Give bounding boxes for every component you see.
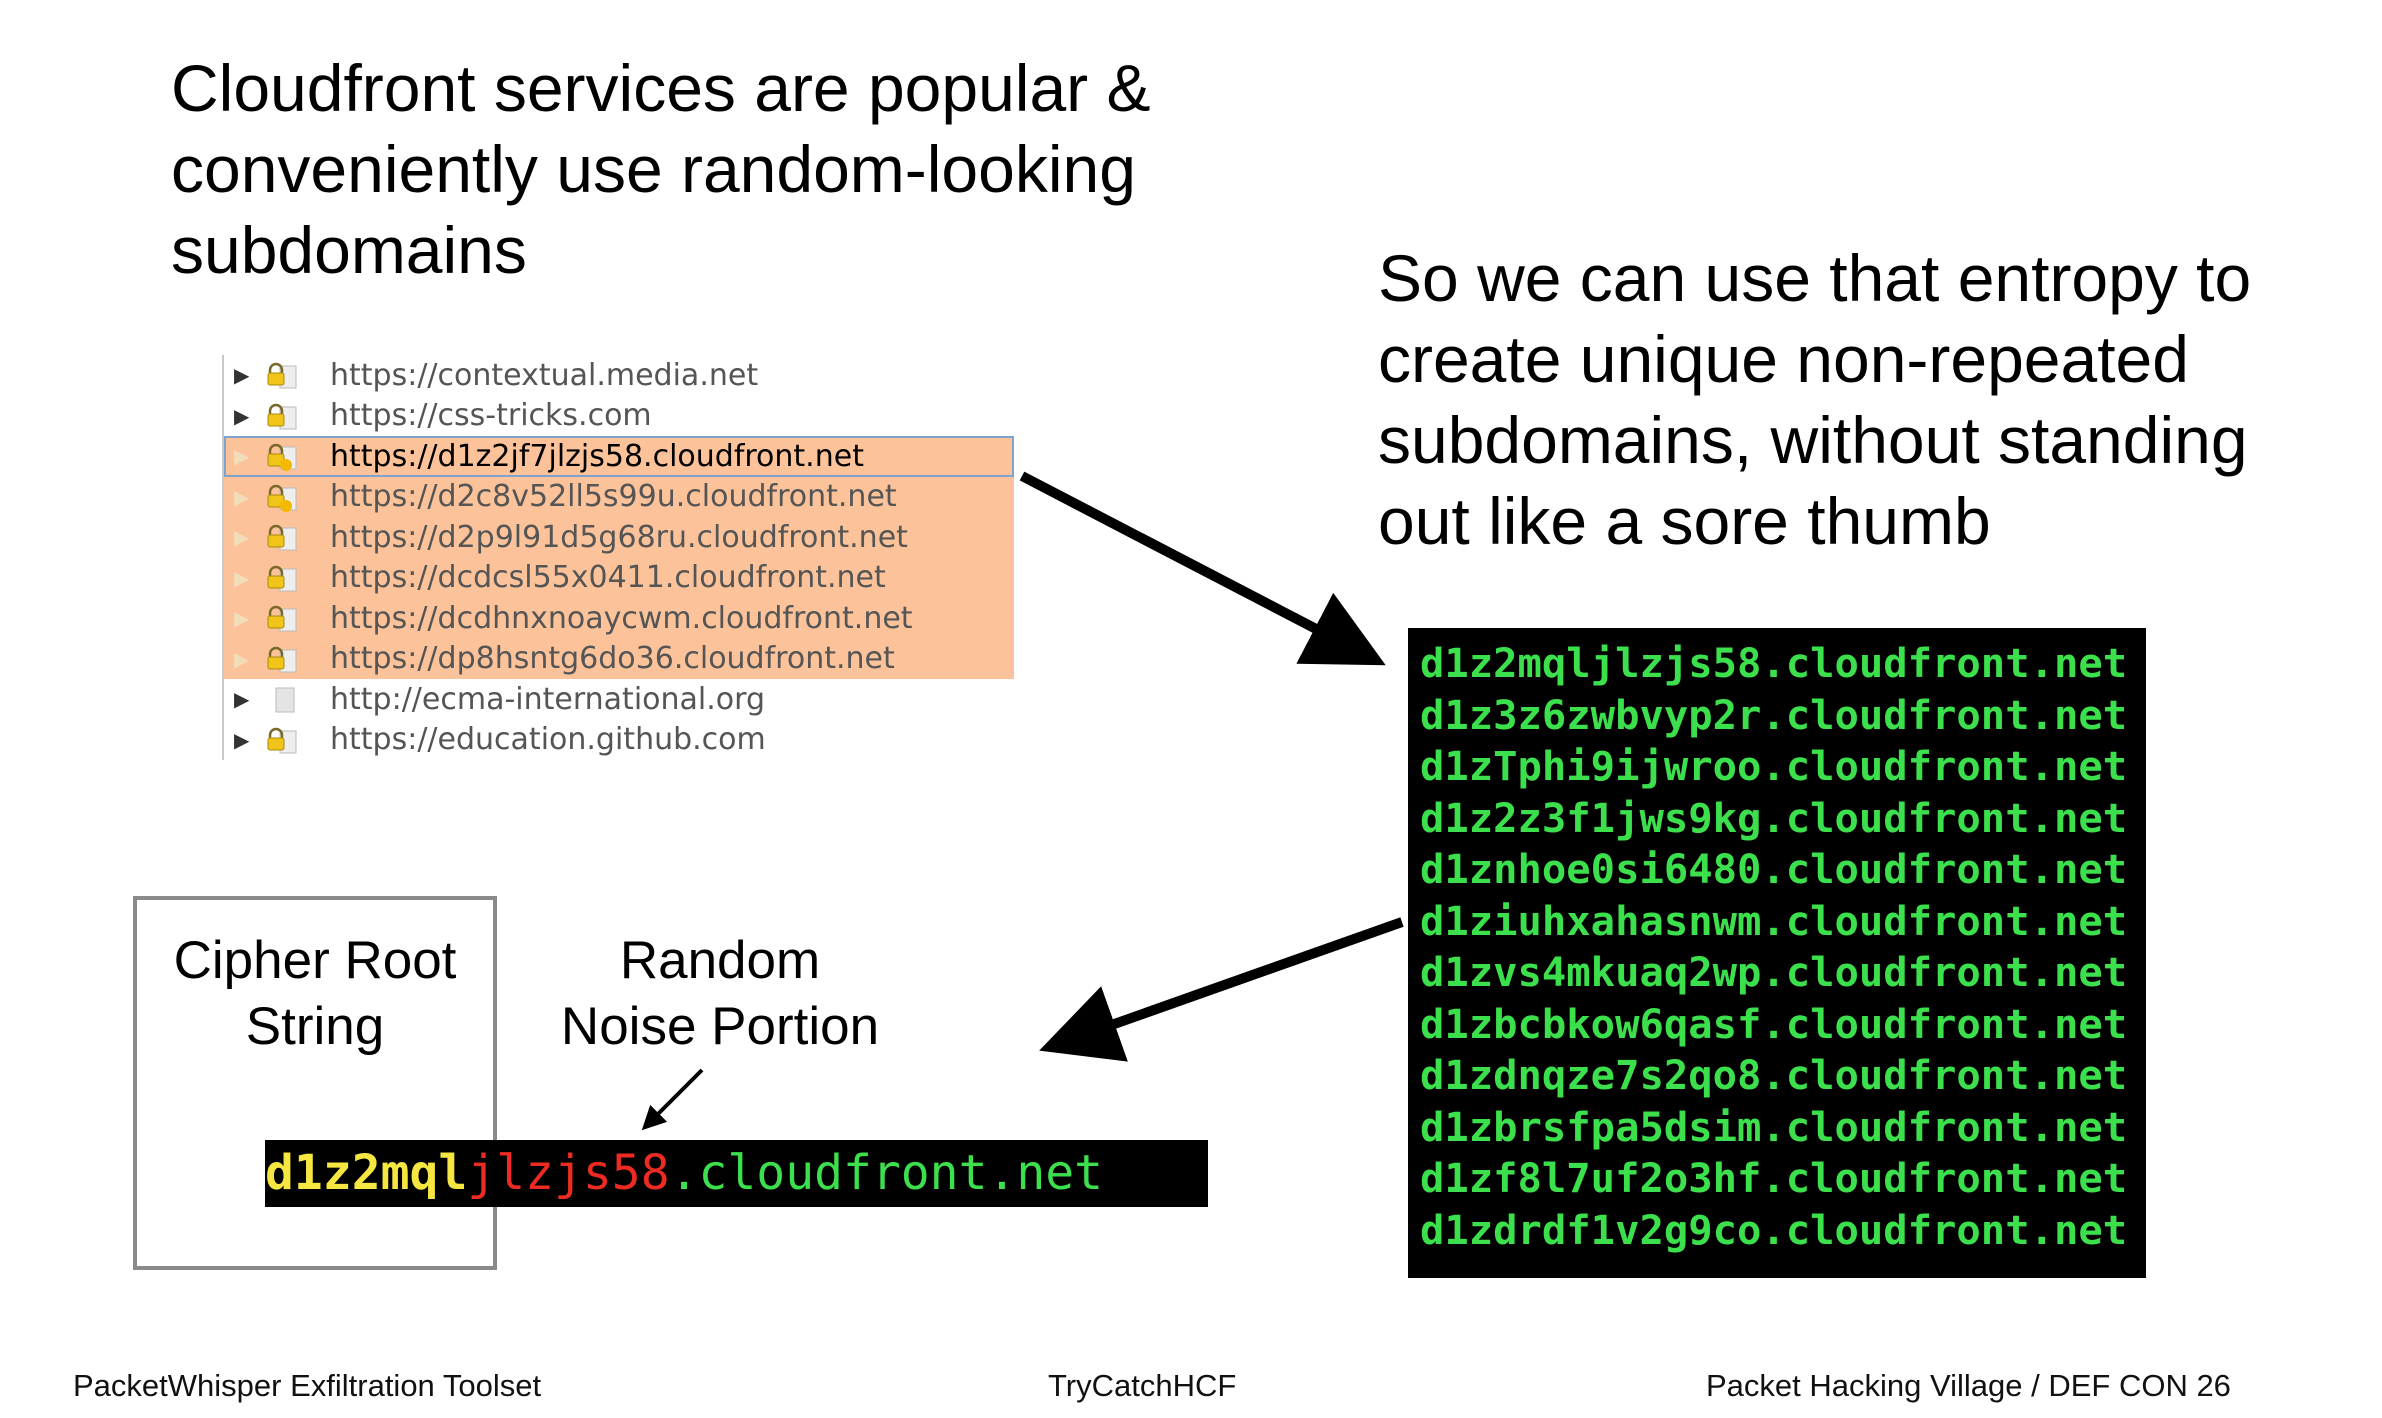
- tree-row-url: http://ecma-international.org: [330, 681, 765, 717]
- cipher-root-box: [133, 896, 497, 1270]
- disclosure-triangle-icon[interactable]: ▶: [234, 444, 250, 469]
- heading-left: Cloudfront services are popular & conven…: [171, 51, 1151, 287]
- disclosure-triangle-icon[interactable]: ▶: [234, 525, 250, 550]
- terminal-line: d1zf8l7uf2o3hf.cloudfront.net: [1420, 1154, 2128, 1202]
- terminal-line: d1z3z6zwbvyp2r.cloudfront.net: [1420, 690, 2128, 739]
- site-tree: ▶ https://contextual.media.net ▶ https://cs…: [222, 355, 1014, 760]
- disclosure-triangle-icon[interactable]: ▶: [234, 403, 250, 428]
- tree-row[interactable]: ▶ https://d2c8v52ll5s99u.cloudfront.net: [224, 476, 1014, 517]
- cipher-root-label: Cipher Root String: [173, 931, 457, 1056]
- arrow-to-noise: [641, 1068, 704, 1131]
- tree-row[interactable]: ▶ https://dcdcsl55x0411.cloudfront.net: [224, 557, 1014, 598]
- tree-row[interactable]: ▶ https://dp8hsntg6do36.cloudfront.net: [224, 638, 1014, 679]
- tree-row-url: https://dcdcsl55x0411.cloudfront.net: [330, 560, 886, 596]
- tree-row-url: https://d1z2jf7jlzjs58.cloudfront.net: [330, 438, 864, 474]
- tree-row[interactable]: ▶ https://contextual.media.net: [224, 355, 1014, 396]
- page-icon: [264, 684, 304, 714]
- tree-row[interactable]: ▶ https://d2p9l91d5g68ru.cloudfront.net: [224, 517, 1014, 558]
- disclosure-triangle-icon[interactable]: ▶: [234, 646, 250, 671]
- lock-warning-icon: [264, 441, 304, 472]
- terminal-line: d1zbrsfpa5dsim.cloudfront.net: [1420, 1102, 2128, 1151]
- random-noise-label: Random Noise Portion: [560, 931, 880, 1056]
- tree-row[interactable]: ▶ https://css-tricks.com: [224, 396, 1014, 437]
- terminal-line: d1z2mqljlzjs58.cloudfront.net: [1420, 639, 2128, 687]
- example-root: d1z2mql: [265, 1145, 468, 1201]
- tree-row[interactable]: ▶ https://education.github.com: [224, 720, 1014, 761]
- terminal-line: d1zvs4mkuaq2wp.cloudfront.net: [1420, 948, 2128, 996]
- footer-right: Packet Hacking Village / DEF CON 26: [1706, 1368, 2231, 1403]
- tree-row-url: https://css-tricks.com: [330, 398, 652, 434]
- lock-icon: [264, 401, 304, 431]
- terminal-line: d1z2z3f1jws9kg.cloudfront.net: [1420, 793, 2128, 842]
- terminal-line: d1ziuhxahasnwm.cloudfront.net: [1420, 896, 2128, 945]
- tree-row[interactable]: ▶ https://dcdhnxnoaycwm.cloudfront.net: [224, 598, 1014, 639]
- terminal-line: d1zdrdf1v2g9co.cloudfront.net: [1420, 1205, 2128, 1254]
- disclosure-triangle-icon[interactable]: ▶: [234, 565, 250, 590]
- footer-left: PacketWhisper Exfiltration Toolset: [73, 1368, 542, 1403]
- lock-icon: [264, 725, 304, 755]
- tree-row[interactable]: ▶ https://d1z2jf7jlzjs58.cloudfront.net: [224, 436, 1014, 477]
- tree-row-url: https://education.github.com: [330, 722, 766, 758]
- tree-row[interactable]: ▶ http://ecma-international.org: [224, 679, 1014, 720]
- lock-icon: [264, 603, 304, 633]
- tree-row-url: https://d2c8v52ll5s99u.cloudfront.net: [330, 479, 897, 515]
- tree-row-url: https://dcdhnxnoaycwm.cloudfront.net: [330, 600, 913, 636]
- arrow-to-terminal: [1019, 471, 1386, 666]
- disclosure-triangle-icon[interactable]: ▶: [234, 484, 250, 509]
- disclosure-triangle-icon[interactable]: ▶: [234, 687, 250, 712]
- lock-icon: [264, 563, 304, 593]
- lock-icon: [264, 522, 304, 552]
- disclosure-triangle-icon[interactable]: ▶: [234, 606, 250, 631]
- tree-row-url: https://contextual.media.net: [330, 357, 759, 393]
- terminal-line: d1zbcbkow6qasf.cloudfront.net: [1420, 999, 2128, 1048]
- disclosure-triangle-icon[interactable]: ▶: [234, 727, 250, 752]
- terminal-line: d1zTphi9ijwroo.cloudfront.net: [1420, 742, 2128, 790]
- disclosure-triangle-icon[interactable]: ▶: [234, 363, 250, 388]
- arrow-to-example: [1039, 917, 1404, 1062]
- example-domain: d1z2mqljlzjs58.cloudfront.net: [265, 1140, 1208, 1207]
- terminal-line: d1zdnqze7s2qo8.cloudfront.net: [1420, 1051, 2128, 1099]
- lock-icon: [264, 644, 304, 674]
- tree-row-url: https://dp8hsntg6do36.cloudfront.net: [330, 641, 895, 677]
- heading-right: So we can use that entropy to create uni…: [1378, 241, 2252, 558]
- lock-warning-icon: [264, 482, 304, 512]
- tree-row-url: https://d2p9l91d5g68ru.cloudfront.net: [330, 519, 908, 555]
- footer-center: TryCatchHCF: [1048, 1368, 1237, 1403]
- example-suffix: .cloudfront.net: [669, 1145, 1104, 1201]
- lock-icon: [264, 360, 304, 390]
- terminal-line: d1znhoe0si6480.cloudfront.net: [1420, 845, 2128, 893]
- example-noise: jlzjs58: [467, 1145, 670, 1201]
